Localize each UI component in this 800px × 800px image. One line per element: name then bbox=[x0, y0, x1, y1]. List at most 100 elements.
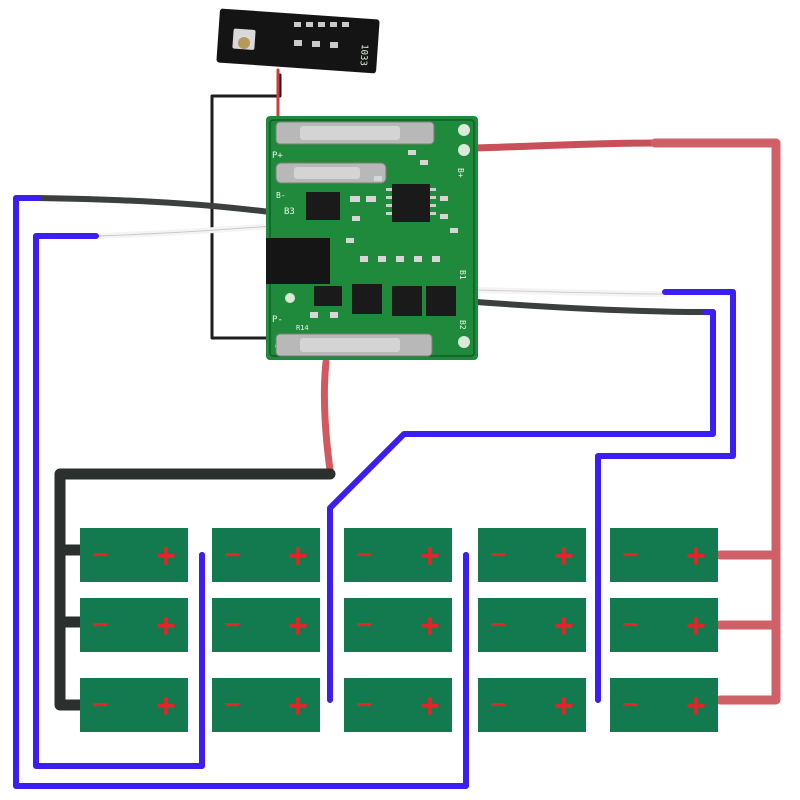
label-b1: B1 bbox=[458, 270, 467, 280]
cell-minus-sign: − bbox=[622, 539, 638, 570]
label-b-plus: B+ bbox=[456, 168, 465, 178]
cell-minus-sign: − bbox=[356, 609, 372, 640]
cell-minus-sign: − bbox=[92, 609, 108, 640]
blue-wire-b2 bbox=[327, 309, 716, 703]
battery-cell-body bbox=[212, 598, 320, 652]
cell-minus-sign: − bbox=[224, 539, 240, 570]
p-plus-lead bbox=[472, 139, 659, 152]
wires bbox=[13, 68, 781, 789]
mosfet-3 bbox=[426, 286, 456, 316]
battery-cell-body bbox=[610, 598, 718, 652]
battery-cell: −+ bbox=[80, 678, 188, 732]
battery-cell: −+ bbox=[80, 598, 188, 652]
cell-minus-sign: − bbox=[356, 689, 372, 720]
label-b3: B3 bbox=[284, 207, 295, 217]
red-wire-main bbox=[650, 138, 781, 705]
indicator-button-cap bbox=[238, 37, 250, 49]
label-b2: B2 bbox=[458, 320, 467, 330]
cell-minus-sign: − bbox=[92, 689, 108, 720]
cell-plus-sign: + bbox=[288, 607, 308, 645]
label-b-minus: B- bbox=[276, 191, 286, 200]
black-signal-wire bbox=[210, 73, 302, 340]
b1-lead-outline bbox=[475, 289, 666, 295]
cell-plus-sign: + bbox=[288, 537, 308, 575]
battery-cell-body bbox=[610, 528, 718, 582]
battery-cell-body bbox=[344, 528, 452, 582]
cell-minus-sign: − bbox=[224, 689, 240, 720]
battery-cell-body bbox=[478, 678, 586, 732]
label-p-plus: P+ bbox=[272, 151, 283, 161]
b3-lead-outline bbox=[95, 225, 273, 237]
cell-plus-sign: + bbox=[420, 607, 440, 645]
battery-cell: −+ bbox=[610, 598, 718, 652]
cell-plus-sign: + bbox=[554, 687, 574, 725]
battery-cell-body bbox=[212, 678, 320, 732]
battery-cell-body bbox=[80, 678, 188, 732]
battery-cell-body bbox=[610, 678, 718, 732]
cell-minus-sign: − bbox=[490, 609, 506, 640]
indicator-board: 1033 bbox=[216, 8, 380, 74]
battery-cell-body bbox=[212, 528, 320, 582]
b-minus-lead bbox=[35, 195, 273, 215]
battery-cell: −+ bbox=[344, 678, 452, 732]
small-ic bbox=[314, 286, 342, 306]
mosfet-1 bbox=[352, 284, 382, 314]
p-minus-lead bbox=[320, 358, 334, 474]
battery-cell: −+ bbox=[212, 528, 320, 582]
battery-cell: −+ bbox=[478, 528, 586, 582]
cell-minus-sign: − bbox=[622, 689, 638, 720]
blue-wires bbox=[13, 195, 736, 789]
terminal-pads bbox=[275, 121, 435, 357]
cell-plus-sign: + bbox=[156, 607, 176, 645]
battery-cell-body bbox=[344, 678, 452, 732]
battery-cell: −+ bbox=[478, 598, 586, 652]
cell-plus-sign: + bbox=[686, 687, 706, 725]
cell-plus-sign: + bbox=[554, 607, 574, 645]
battery-cell-body bbox=[80, 528, 188, 582]
battery-cell: −+ bbox=[478, 678, 586, 732]
dc-connector bbox=[266, 238, 330, 284]
battery-cell: −+ bbox=[344, 598, 452, 652]
cell-plus-sign: + bbox=[156, 687, 176, 725]
cell-plus-sign: + bbox=[420, 537, 440, 575]
label-p-minus: P- bbox=[272, 315, 283, 325]
cell-minus-sign: − bbox=[622, 609, 638, 640]
black-bus-main bbox=[54, 468, 336, 711]
red-positive-wires bbox=[650, 138, 781, 705]
bms-board: P+ B3 B+ B1 B2 B- P- R14 bbox=[266, 116, 478, 360]
ic-chips bbox=[306, 184, 456, 316]
battery-cell: −+ bbox=[610, 528, 718, 582]
indicator-board-code: 1033 bbox=[357, 44, 368, 66]
black-negative-bus bbox=[54, 468, 336, 711]
smd-components bbox=[310, 150, 458, 318]
battery-cell: −+ bbox=[212, 678, 320, 732]
blue-wire-b1 bbox=[595, 289, 736, 703]
cell-plus-sign: + bbox=[156, 537, 176, 575]
cell-plus-sign: + bbox=[554, 537, 574, 575]
cell-plus-sign: + bbox=[288, 687, 308, 725]
cell-minus-sign: − bbox=[92, 539, 108, 570]
cell-minus-sign: − bbox=[356, 539, 372, 570]
diode-block bbox=[306, 192, 340, 220]
b2-lead bbox=[473, 299, 708, 315]
battery-cell-body bbox=[478, 598, 586, 652]
control-ic bbox=[392, 184, 430, 222]
cell-plus-sign: + bbox=[420, 687, 440, 725]
cell-plus-sign: + bbox=[686, 607, 706, 645]
cell-minus-sign: − bbox=[490, 689, 506, 720]
cell-minus-sign: − bbox=[224, 609, 240, 640]
battery-cell: −+ bbox=[212, 598, 320, 652]
indicator-leds bbox=[294, 22, 349, 48]
battery-cell-body bbox=[344, 598, 452, 652]
battery-cell-body bbox=[478, 528, 586, 582]
battery-cells: −+−+−+−+−+−+−+−+−+−+−+−+−+−+−+ bbox=[80, 528, 718, 732]
blue-wire-b-minus bbox=[13, 195, 469, 789]
battery-cell-body bbox=[80, 598, 188, 652]
cell-plus-sign: + bbox=[686, 537, 706, 575]
battery-cell: −+ bbox=[344, 528, 452, 582]
mosfet-2 bbox=[392, 286, 422, 316]
battery-cell: −+ bbox=[80, 528, 188, 582]
cell-minus-sign: − bbox=[490, 539, 506, 570]
label-r14: R14 bbox=[296, 324, 309, 332]
